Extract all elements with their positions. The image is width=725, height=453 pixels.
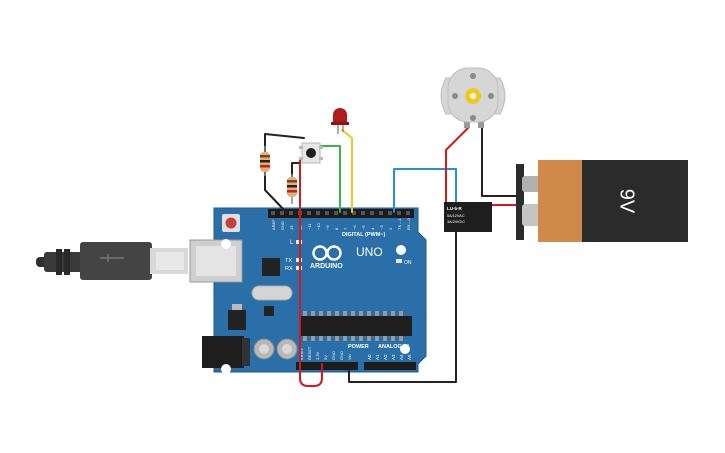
svg-text:A3: A3 [391,354,396,360]
wire-black-button-resistor[interactable] [291,162,301,177]
svg-text:2: 2 [388,227,393,230]
wire-black-motor[interactable] [481,127,521,197]
digital-label: DIGITAL (PWM~) [342,232,386,238]
power-pin-labels: IOREF RESET 3.3V 5V GND GND Vin [299,346,352,360]
svg-text:AREF: AREF [271,219,276,230]
push-button[interactable] [299,142,323,164]
svg-text:~3: ~3 [379,225,384,230]
power-header [296,362,358,370]
relay[interactable]: LU-5-R 5A/12VAC 3A/24VDC [444,202,492,232]
atmega-chip [300,316,412,336]
resistor-1[interactable] [260,146,270,176]
svg-text:A0: A0 [367,354,372,360]
svg-text:5V: 5V [323,355,328,360]
svg-text:3.3V: 3.3V [315,351,320,360]
svg-text:~11: ~11 [307,223,312,230]
relay-spec-1: 5A/12VAC [447,214,465,218]
led-tx-label: TX [285,258,292,264]
digital-header [268,209,414,218]
svg-text:8: 8 [334,227,339,230]
relay-model-label: LU-5-R [447,206,462,211]
wire-black-relay-gnd[interactable] [348,231,457,383]
model-label: UNO [356,245,383,259]
svg-text:13: 13 [289,225,294,230]
svg-text:GND: GND [339,351,344,360]
svg-text:~10: ~10 [316,222,321,230]
power-label: POWER [348,344,369,350]
resistor-2[interactable] [287,174,297,204]
brand-label: ARDUINO [310,263,343,270]
svg-text:GND: GND [280,221,285,230]
led-rx-label: RX [285,266,293,272]
arduino-uno-board[interactable]: DIGITAL (PWM~) L TX RX ARDUINO UNO ON PO… [189,207,427,374]
svg-text:RESET: RESET [307,346,312,360]
relay-spec-2: 3A/24VDC [447,220,465,224]
svg-text:A5: A5 [407,354,412,360]
svg-text:~6: ~6 [352,225,357,230]
dc-motor[interactable] [440,67,506,128]
led-red[interactable] [331,108,349,134]
analog-label: ANALOG IN [378,344,409,350]
svg-text:A4: A4 [399,354,404,360]
svg-text:~9: ~9 [325,225,330,230]
analog-header [364,362,416,370]
analog-pin-labels: A0 A1 A2 A3 A4 A5 [367,354,412,360]
svg-text:7: 7 [343,227,348,230]
svg-text:4: 4 [370,227,375,230]
wire-green[interactable] [319,145,341,213]
svg-text:A1: A1 [375,354,380,360]
svg-text:GND: GND [331,351,336,360]
svg-text:Vin: Vin [347,354,352,360]
svg-text:TX→1: TX→1 [397,218,402,230]
wire-red-5v[interactable] [299,157,323,387]
led-l-label: L [290,240,294,246]
battery-voltage-label: 9V [616,189,638,214]
wire-blue[interactable] [393,168,457,213]
wire-red-motor[interactable] [445,127,469,204]
svg-text:A2: A2 [383,354,388,360]
wire-black-button-gnd[interactable] [264,133,305,213]
wire-yellow[interactable] [341,129,353,213]
svg-text:~5: ~5 [361,225,366,230]
svg-text:IOREF: IOREF [299,347,304,360]
usb-cable[interactable] [36,242,188,280]
svg-text:RX←0: RX←0 [406,217,411,230]
arduino-logo-icon [312,245,342,261]
on-label: ON [404,260,412,266]
battery-9v[interactable]: 9V [516,160,688,242]
